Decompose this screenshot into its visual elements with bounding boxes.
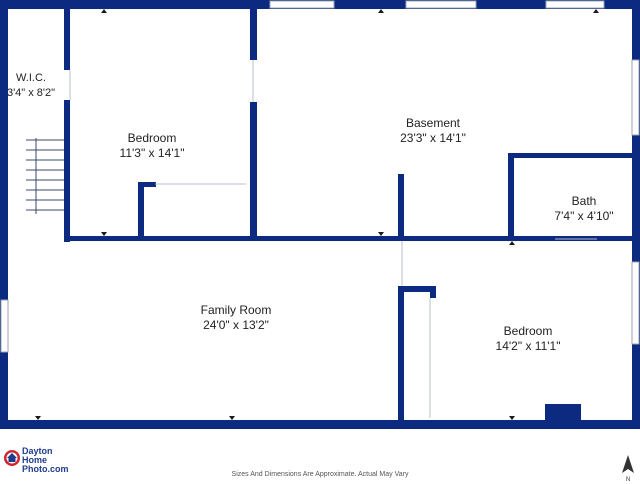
logo-line: Dayton (22, 446, 53, 456)
room-label-basement: Basement 23'3" x 14'1" (400, 116, 466, 146)
room-label-bedroom-nw: Bedroom 11'3" x 14'1" (120, 131, 185, 161)
dayton-home-photo-logo (4, 450, 20, 466)
room-dimensions: 7'4" x 4'10" (554, 209, 614, 223)
exterior-walls (0, 0, 640, 429)
logo-line: Photo.com (22, 464, 69, 474)
markers (35, 9, 599, 420)
logo-line: Home (22, 455, 48, 465)
door-openings (69, 60, 597, 418)
room-name: Bath (571, 194, 597, 208)
room-name: W.I.C. (16, 72, 46, 84)
room-label-bedroom-se: Bedroom 14'2" x 11'1" (496, 324, 561, 354)
room-dimensions: 11'3" x 14'1" (119, 146, 185, 160)
interior-walls (64, 0, 636, 423)
windows (0, 0, 640, 353)
room-dimensions: 3'4" x 8'2" (6, 87, 56, 99)
room-dimensions: 23'3" x 14'1" (400, 131, 466, 145)
disclaimer-text: Sizes And Dimensions Are Approximate. Ac… (231, 471, 409, 478)
compass-letter: N (626, 477, 630, 483)
north-compass-icon: N (622, 455, 634, 483)
room-name: Bedroom (127, 131, 177, 145)
room-label-family-room: Family Room 24'0" x 13'2" (201, 303, 272, 333)
room-dimensions: 14'2" x 11'1" (495, 339, 561, 353)
room-name: Basement (405, 116, 461, 130)
room-name: Bedroom (503, 324, 553, 338)
room-dimensions: 24'0" x 13'2" (203, 318, 269, 332)
logo-text: Dayton Home Photo.com (22, 447, 69, 474)
room-name: Family Room (200, 303, 272, 317)
room-label-bath: Bath 7'4" x 4'10" (554, 194, 613, 224)
room-label-wic: W.I.C. 3'4" x 8'2" (7, 71, 55, 101)
stairs (26, 138, 64, 214)
